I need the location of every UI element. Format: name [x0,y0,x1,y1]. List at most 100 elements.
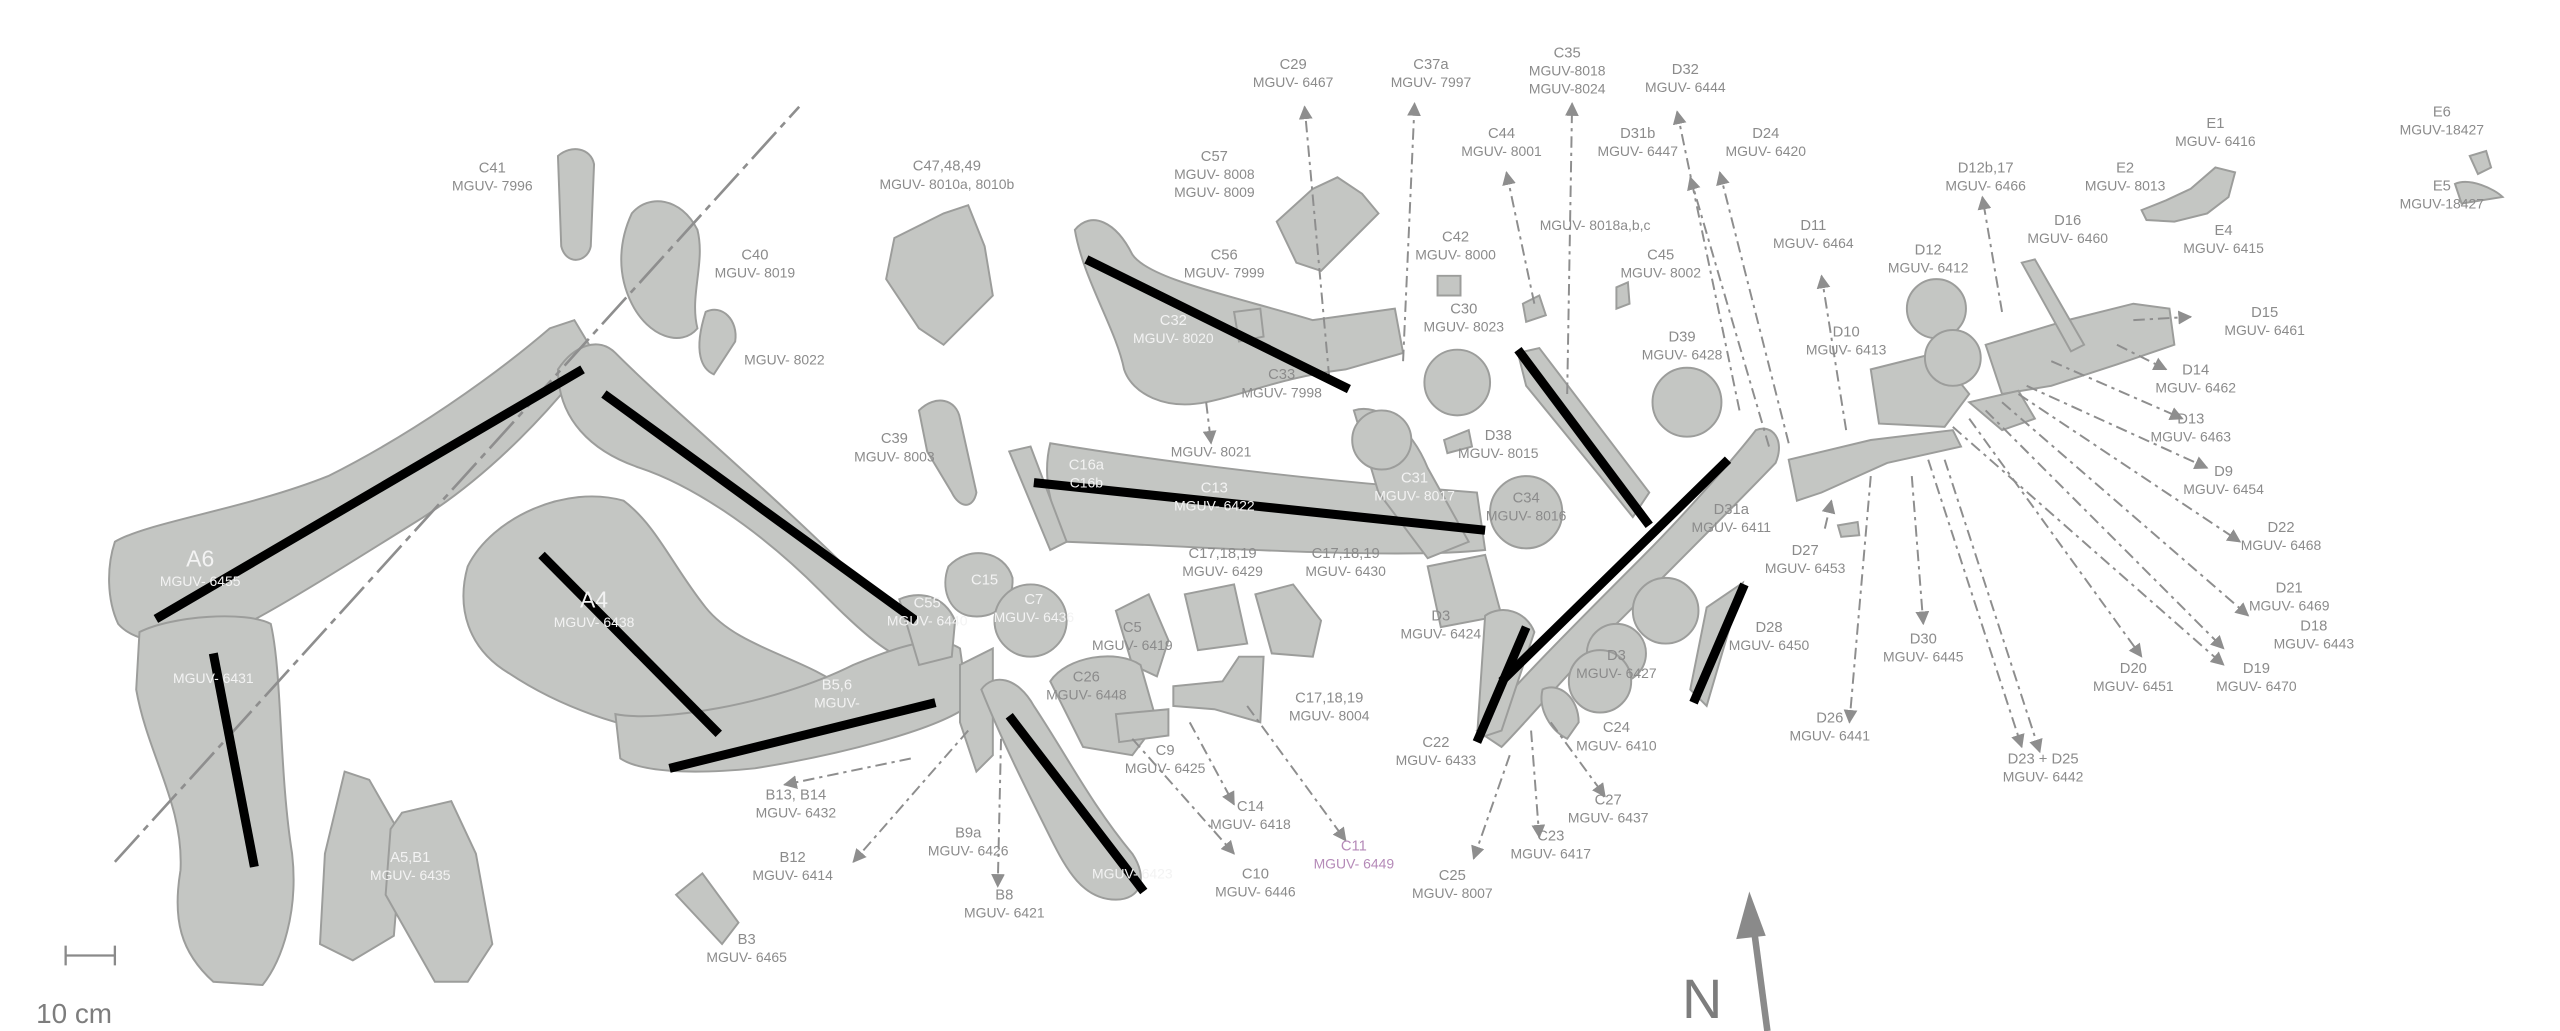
leader-arrow [783,757,911,789]
specimen-number: MGUV- 8007 [1412,885,1493,901]
specimen-code: A4 [580,586,608,612]
leader-arrow [852,729,969,863]
specimen-number: MGUV- 6442 [2003,768,2084,784]
orientation-bar [1084,255,1351,394]
specimen-code: C17,18,19 [1312,546,1380,562]
leader-arrow [1202,402,1217,445]
leader-arrow [1952,426,2225,666]
orientation-bar [538,551,722,738]
bone-C24 [1540,686,1580,741]
specimen-code: D38 [1485,428,1512,444]
specimen-code: D3 [1431,609,1450,625]
leader-arrows [783,102,2250,888]
specimen-number: MGUV- 6450 [1729,637,1810,653]
specimen-code: C44 [1488,126,1515,142]
specimen-number: MGUV- 6441 [1789,727,1870,743]
leader-arrow [1188,721,1235,806]
specimen-label: C15 [971,572,998,588]
leader-arrow [1471,754,1511,860]
bone-D3-c [1631,576,1700,645]
leader-arrow [991,738,1005,888]
specimen-number: MGUV- 6449 [1314,855,1395,871]
specimen-number: MGUV- 6424 [1401,626,1482,642]
bone-C55 [898,594,957,667]
specimen-number: MGUV- 6438 [554,614,635,630]
specimen-number: MGUV- 6422 [1174,498,1255,514]
specimen-code: C34 [1513,490,1540,506]
bone-C34 [1489,475,1564,550]
specimen-number: MGUV- 6445 [1883,649,1964,665]
specimen-label: MGUV- 8021 [1171,443,1252,459]
leader-arrow [1984,409,2225,650]
leader-arrow [1402,102,1421,362]
bone-E5 [2453,181,2505,205]
specimen-number: MGUV- 6413 [1806,342,1887,358]
specimen-number: MGUV- 6465 [706,949,787,965]
leader-arrow [1816,274,1848,431]
specimen-code: C15 [971,572,998,588]
bone-C9 [1114,708,1170,744]
specimen-number: MGUV- 6416 [2175,133,2256,149]
specimen-number: MGUV- 6454 [2183,481,2264,497]
specimen-number: MGUV- 7996 [452,177,533,193]
specimen-code: D26 [1816,710,1843,726]
specimen-number: MGUV- 6431 [173,670,254,686]
specimen-number: MGUV- 7999 [1184,264,1265,280]
orientation-bar [1498,456,1732,685]
leader-arrow [2133,310,2193,325]
bone-mguv-6431 [135,615,295,987]
specimen-number: MGUV- 8008 [1174,166,1255,182]
specimen-code: D21 [2276,581,2303,597]
specimen-code: B5,6 [822,678,852,694]
specimen-code: C39 [881,431,908,447]
bone-C16a [1007,445,1068,552]
leader-arrow [1943,459,2043,754]
specimen-number: MGUV- 6410 [1576,737,1657,753]
specimen-code: C45 [1647,247,1674,263]
bone-D38 [1442,428,1474,455]
specimen-number: MGUV- 8023 [1424,319,1505,335]
bone-8022 [698,308,737,376]
leader-arrow [1672,110,1741,411]
specimen-number: MGUV- 6470 [2216,678,2297,694]
specimen-code: D19 [2243,661,2270,677]
orientation-bar [1472,625,1531,744]
specimen-number: MGUV- 8003 [854,448,935,464]
specimen-code: D20 [2120,661,2147,677]
specimen-code: D22 [2267,520,2294,536]
specimen-code: D13 [2177,412,2204,428]
specimen-label: MGUV- 6423 [1092,865,1173,881]
bone-C30 [1423,348,1492,417]
specimen-number: MGUV- 6425 [1125,760,1206,776]
specimen-number: MGUV- 6446 [1215,883,1296,899]
bone-D39 [1651,366,1723,438]
specimen-code: B8 [995,888,1013,904]
specimen-code: C32 [1160,313,1187,329]
specimen-number: MGUV- 6447 [1597,143,1678,159]
specimen-code: C31 [1401,471,1428,487]
specimen-code: C14 [1237,799,1264,815]
leader-arrow [2116,343,2168,371]
